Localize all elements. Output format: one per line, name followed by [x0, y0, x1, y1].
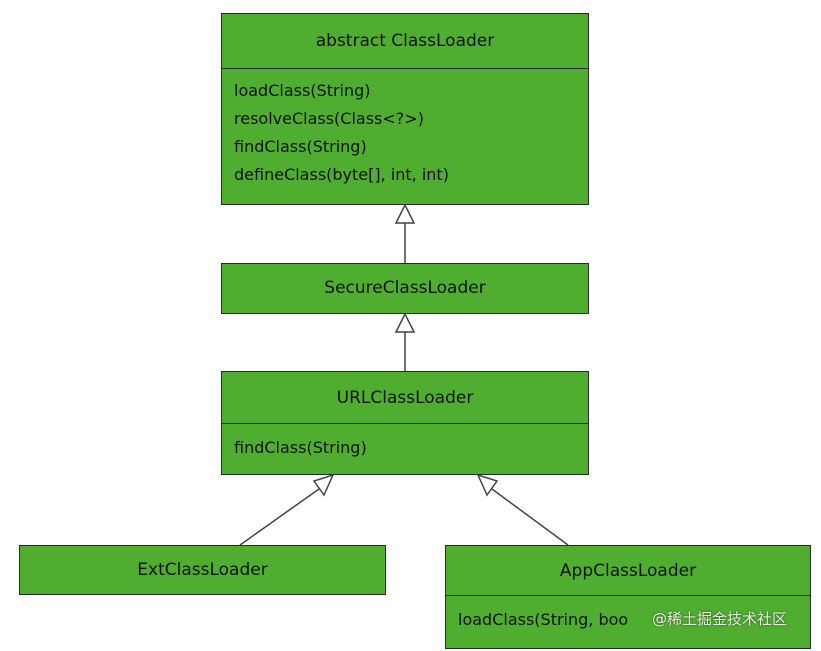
class-box-secure: SecureClassLoader: [221, 263, 589, 314]
method-list-url: findClass(String): [222, 424, 588, 462]
divider: [222, 68, 588, 69]
method-loadclass: loadClass(String, boo: [458, 610, 629, 629]
watermark-text: @稀土掘金技术社区: [652, 610, 788, 628]
class-name-ext: ExtClassLoader: [137, 559, 268, 580]
method-list-classloader: loadClass(String) resolveClass(Class<?>)…: [222, 69, 588, 189]
method-resolveclass: resolveClass(Class<?>): [234, 109, 424, 128]
divider: [222, 423, 588, 424]
method-defineclass: defineClass(byte[], int, int): [234, 165, 449, 184]
divider: [446, 595, 810, 596]
method-loadclass: loadClass(String): [234, 81, 371, 100]
connector-app-to-url: [491, 488, 569, 546]
class-box-app: AppClassLoader loadClass(String, boo: [445, 545, 811, 649]
inherit-arrow-classloader: [394, 203, 416, 224]
class-name-classloader: abstract ClassLoader: [315, 31, 495, 51]
class-name-secure: SecureClassLoader: [324, 278, 486, 298]
class-name-app: AppClassLoader: [559, 560, 697, 581]
class-box-classloader: abstract ClassLoader loadClass(String) r…: [221, 13, 589, 205]
class-box-ext: ExtClassLoader: [19, 545, 386, 595]
class-name-url: URLClassLoader: [336, 387, 474, 408]
method-findclass: findClass(String): [234, 438, 367, 457]
class-box-url: URLClassLoader findClass(String): [221, 371, 589, 475]
inherit-arrow-url-right: [476, 473, 499, 497]
method-list-app: loadClass(String, boo: [446, 596, 810, 634]
inherit-arrow-secure: [394, 312, 416, 333]
inherit-arrow-url-left: [312, 473, 335, 497]
method-findclass: findClass(String): [234, 137, 367, 156]
connector-ext-to-url: [239, 488, 320, 546]
